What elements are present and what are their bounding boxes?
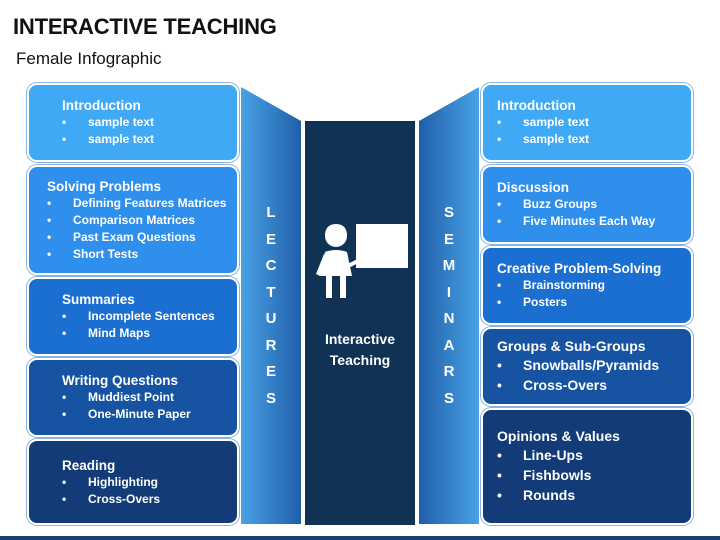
right-box-creative-problem-solving: Creative Problem-Solving Brainstorming P… [481,246,693,325]
center-label-line-2: Teaching [329,352,391,368]
box-heading: Introduction [62,98,141,113]
list-item: Highlighting [62,474,227,491]
teacher-board-icon [316,224,408,298]
page-title: INTERACTIVE TEACHING [13,14,277,39]
panel-letter: I [446,283,452,301]
footer-bar [0,536,720,540]
panel-letter: E [443,230,454,248]
box-heading: Creative Problem-Solving [497,261,662,276]
panel-letter: N [443,310,455,327]
list-item: Rounds [497,485,681,505]
lectures-vertical-label: L E C T U R E S [241,200,301,412]
left-box-introduction: Introduction sample text sample text [27,83,239,162]
box-heading: Opinions & Values [497,428,620,444]
panel-letter: M [442,257,456,274]
box-heading: Discussion [497,180,570,195]
list-item: Incomplete Sentences [62,308,227,325]
box-heading: Solving Problems [47,178,162,194]
center-label-line-1: Interactive [324,331,396,347]
box-heading: Groups & Sub-Groups [497,338,646,354]
list-item: sample text [62,131,227,148]
list-item: Snowballs/Pyramids [497,355,681,375]
center-column [305,121,415,525]
box-heading: Introduction [497,98,576,113]
list-item: Fishbowls [497,465,681,485]
left-box-summaries: Summaries Incomplete Sentences Mind Maps [27,277,239,356]
panel-letter: L [266,204,276,221]
list-item: Five Minutes Each Way [497,213,681,230]
list-item: Short Tests [47,246,227,263]
panel-letter: E [265,363,276,380]
left-box-solving-problems: Solving Problems Defining Features Matri… [27,165,239,275]
list-item: Posters [497,294,681,311]
panel-letter: E [265,230,276,248]
list-item: Mind Maps [62,325,227,342]
seminars-vertical-label: S E M I N A R S [419,200,479,412]
right-box-groups-sub-groups: Groups & Sub-Groups Snowballs/Pyramids C… [481,327,693,406]
right-box-introduction: Introduction sample text sample text [481,83,693,162]
panel-letter: T [266,283,276,301]
box-heading: Reading [62,457,116,473]
panel-letter: A [443,336,455,354]
list-item: sample text [62,114,227,131]
list-item: Line-Ups [497,445,681,465]
panel-letter: S [443,204,454,221]
list-item: Cross-Overs [497,375,681,395]
seminars-panel [419,87,479,524]
list-item: Muddiest Point [62,389,227,406]
panel-letter: S [265,389,276,407]
panel-letter: S [443,389,454,407]
list-item: Cross-Overs [62,491,227,508]
list-item: Past Exam Questions [47,229,227,246]
list-item: Defining Features Matrices [47,195,227,212]
right-box-discussion: Discussion Buzz Groups Five Minutes Each… [481,165,693,244]
list-item: sample text [497,131,681,148]
panel-letter: C [265,257,277,274]
box-heading: Summaries [62,292,135,307]
box-heading: Writing Questions [62,373,179,388]
list-item: sample text [497,114,681,131]
left-box-writing-questions: Writing Questions Muddiest Point One-Min… [27,358,239,437]
left-box-reading: Reading Highlighting Cross-Overs [27,439,239,525]
list-item: Comparison Matrices [47,212,227,229]
page-subtitle: Female Infographic [16,49,162,68]
list-item: Brainstorming [497,277,681,294]
right-box-opinions-values: Opinions & Values Line-Ups Fishbowls Rou… [481,408,693,525]
center-label: Interactive Teaching [305,329,415,371]
panel-letter: R [265,336,277,354]
panel-letter: R [443,363,455,380]
panel-letter: U [265,310,277,327]
list-item: One-Minute Paper [62,406,227,423]
list-item: Buzz Groups [497,196,681,213]
lectures-panel [241,87,301,524]
